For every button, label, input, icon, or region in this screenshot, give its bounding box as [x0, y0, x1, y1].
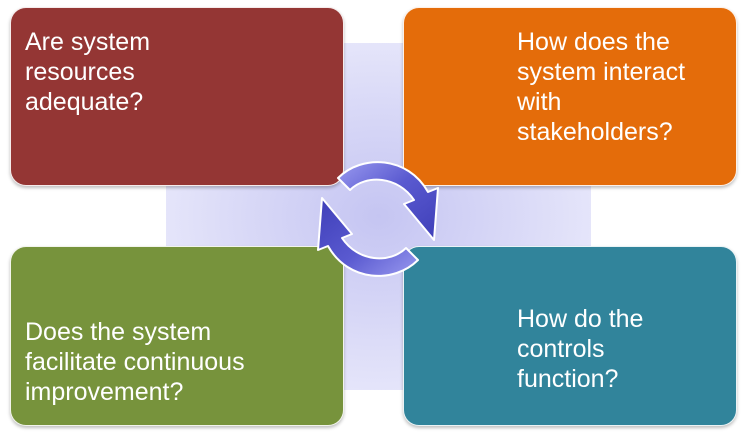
quadrant-resources-text: Are system resources adequate? [25, 28, 151, 116]
quadrant-stakeholders: How does the system interact with stakeh… [403, 7, 737, 186]
cycle-arrow-lower [317, 197, 419, 277]
quadrant-improvement-text: Does the system facilitate continuous im… [25, 318, 245, 406]
cycle-arrows-icon [317, 161, 439, 277]
quadrant-stakeholders-text: How does the system interact with stakeh… [517, 28, 686, 146]
quadrant-improvement: Does the system facilitate continuous im… [10, 246, 344, 426]
cycle-arrow-upper [337, 161, 439, 241]
quadrant-controls-text: How do the controls function? [517, 305, 644, 393]
quadrant-controls: How do the controls function? [403, 246, 737, 426]
quadrant-resources: Are system resources adequate? [10, 7, 344, 186]
